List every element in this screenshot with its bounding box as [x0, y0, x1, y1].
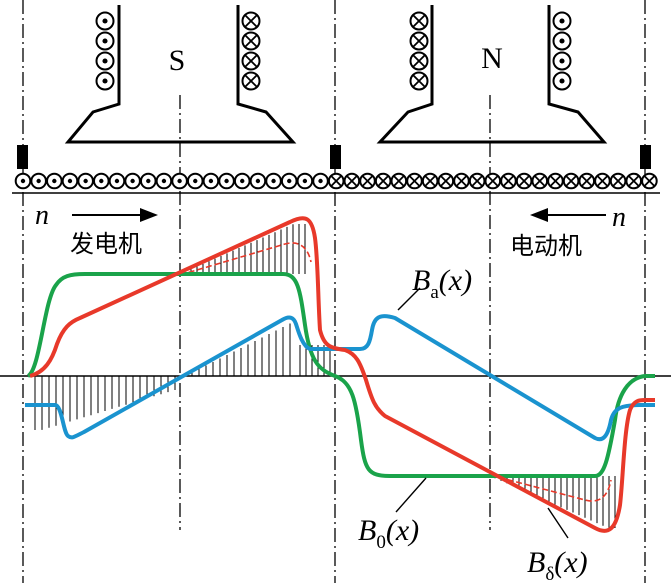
- coil-dot-icon: [95, 11, 115, 31]
- motor-label: 电动机: [510, 232, 582, 260]
- label-bdelta: Bδ(x): [527, 507, 588, 583]
- coil-cross-icon: [241, 31, 261, 51]
- conductor-dot-icon: [46, 172, 63, 190]
- pole-n-label: N: [481, 42, 503, 75]
- conductor-cross-icon: [406, 172, 423, 190]
- conductor-cross-icon: [562, 172, 580, 190]
- conductor-dot-icon: [77, 172, 94, 190]
- conductor-dot-icon: [171, 172, 188, 190]
- coil-dot-icon: [552, 31, 572, 51]
- brush-left: [17, 145, 28, 169]
- conductor-cross-icon: [625, 172, 643, 190]
- generator-n-symbol: n: [35, 200, 49, 231]
- label-ba-symbol: B: [412, 264, 430, 297]
- conductor-cross-icon: [531, 172, 549, 190]
- conductor-dot-icon: [155, 172, 173, 190]
- pole-n: [376, 5, 608, 144]
- conductor-dot-icon: [249, 172, 267, 190]
- conductor-cross-icon: [374, 172, 392, 190]
- armature-conductors: [14, 172, 658, 190]
- coil-cross-icon: [241, 71, 261, 91]
- conductor-cross-icon: [641, 172, 658, 190]
- conductor-dot-icon: [14, 172, 32, 190]
- conductor-dot-icon: [139, 172, 157, 190]
- conductor-dot-icon: [186, 172, 204, 190]
- brushes: [17, 145, 651, 169]
- pole-s-body: [64, 5, 297, 144]
- coil-cross-icon: [409, 71, 429, 91]
- conductor-dot-icon: [233, 172, 251, 190]
- conductor-cross-icon: [484, 172, 502, 190]
- coil-cross-icon: [241, 51, 261, 71]
- air-gap-field-curve-bdelta: [29, 216, 655, 533]
- label-bdelta-sub: δ: [545, 564, 554, 583]
- conductor-dot-icon: [124, 172, 141, 190]
- pole-s-label: S: [169, 44, 186, 77]
- coil-dot-icon: [95, 71, 115, 91]
- conductor-cross-icon: [515, 172, 533, 190]
- motor-rotation-arrow: n: [530, 202, 626, 233]
- conductor-cross-icon: [390, 172, 408, 190]
- coil-cross-icon: [241, 11, 261, 31]
- conductor-cross-icon: [421, 172, 439, 190]
- conductor-cross-icon: [327, 172, 345, 190]
- conductor-cross-icon: [343, 172, 361, 190]
- conductor-cross-icon: [578, 172, 596, 190]
- label-ba-arg: (x): [439, 264, 472, 297]
- conductor-cross-icon: [468, 172, 486, 190]
- arrow-right-icon: [140, 208, 158, 222]
- conductor-dot-icon: [312, 172, 329, 190]
- coil-dot-icon: [552, 11, 572, 31]
- coil-cross-icon: [409, 31, 429, 51]
- conductor-cross-icon: [437, 172, 455, 190]
- coil-dot-icon: [552, 51, 572, 71]
- svg-text:Ba(x): Ba(x): [412, 264, 472, 303]
- main-field-curve-b0: [26, 272, 655, 478]
- conductor-dot-icon: [202, 172, 220, 190]
- conductor-cross-icon: [594, 172, 611, 190]
- conductor-dot-icon: [93, 172, 110, 190]
- brush-right: [640, 145, 651, 169]
- conductor-dot-icon: [108, 172, 126, 190]
- label-b0-symbol: B: [358, 514, 376, 547]
- brush-middle: [330, 145, 341, 169]
- generator-rotation-arrow: n: [35, 200, 158, 231]
- conductor-cross-icon: [453, 172, 470, 190]
- coil-dot-icon: [95, 51, 115, 71]
- coil-dot-icon: [95, 31, 115, 51]
- conductor-dot-icon: [280, 172, 298, 190]
- svg-text:Bδ(x): Bδ(x): [527, 546, 588, 583]
- generator-label: 发电机: [70, 230, 142, 258]
- conductor-dot-icon: [296, 172, 314, 190]
- conductor-cross-icon: [359, 172, 376, 190]
- label-b0-sub: 0: [376, 532, 386, 553]
- dashed-saturation-curve-n: [489, 474, 612, 502]
- coil-cross-icon: [409, 11, 429, 31]
- dashed-saturation-curve-s: [179, 242, 312, 276]
- label-b0-arg: (x): [386, 514, 419, 547]
- motor-n-symbol: n: [612, 202, 626, 233]
- label-b0: B0(x): [358, 477, 427, 553]
- conductor-dot-icon: [265, 172, 282, 190]
- conductor-dot-icon: [218, 172, 235, 190]
- field-coils: [95, 11, 572, 91]
- coil-cross-icon: [409, 51, 429, 71]
- pole-n-body: [376, 5, 608, 144]
- conductor-dot-icon: [30, 172, 47, 190]
- label-ba-sub: a: [430, 282, 439, 303]
- label-bdelta-symbol: B: [527, 546, 545, 579]
- conductor-cross-icon: [609, 172, 627, 190]
- coil-dot-icon: [552, 71, 572, 91]
- arrow-left-icon: [530, 208, 548, 222]
- conductor-cross-icon: [547, 172, 564, 190]
- svg-text:B0(x): B0(x): [358, 514, 419, 553]
- label-ba: Ba(x): [397, 264, 472, 311]
- axis-lines: [22, 0, 646, 583]
- pole-s: [64, 5, 297, 144]
- conductor-dot-icon: [61, 172, 79, 190]
- label-bdelta-arg: (x): [554, 546, 587, 579]
- conductor-cross-icon: [500, 172, 517, 190]
